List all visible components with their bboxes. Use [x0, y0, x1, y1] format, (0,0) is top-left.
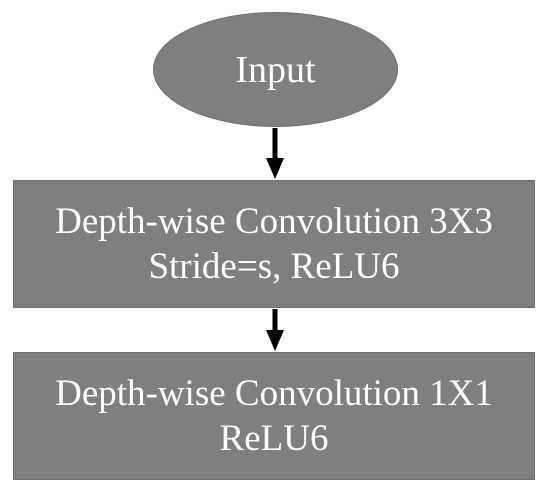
input-node: Input — [153, 12, 398, 127]
depthwise-conv-1x1-params: ReLU6 — [219, 418, 329, 459]
depthwise-conv-3x3-node: Depth-wise Convolution 3X3 Stride=s, ReL… — [13, 180, 535, 308]
depthwise-conv-3x3-title: Depth-wise Convolution 3X3 — [55, 200, 493, 242]
arrow-3x3-to-1x1 — [266, 309, 284, 351]
depthwise-conv-1x1-node: Depth-wise Convolution 1X1 ReLU6 — [13, 352, 535, 480]
input-node-label: Input — [235, 48, 316, 91]
depthwise-conv-3x3-params: Stride=s, ReLU6 — [148, 246, 400, 287]
depthwise-conv-1x1-title: Depth-wise Convolution 1X1 — [55, 372, 493, 414]
arrow-input-to-3x3 — [266, 128, 284, 179]
